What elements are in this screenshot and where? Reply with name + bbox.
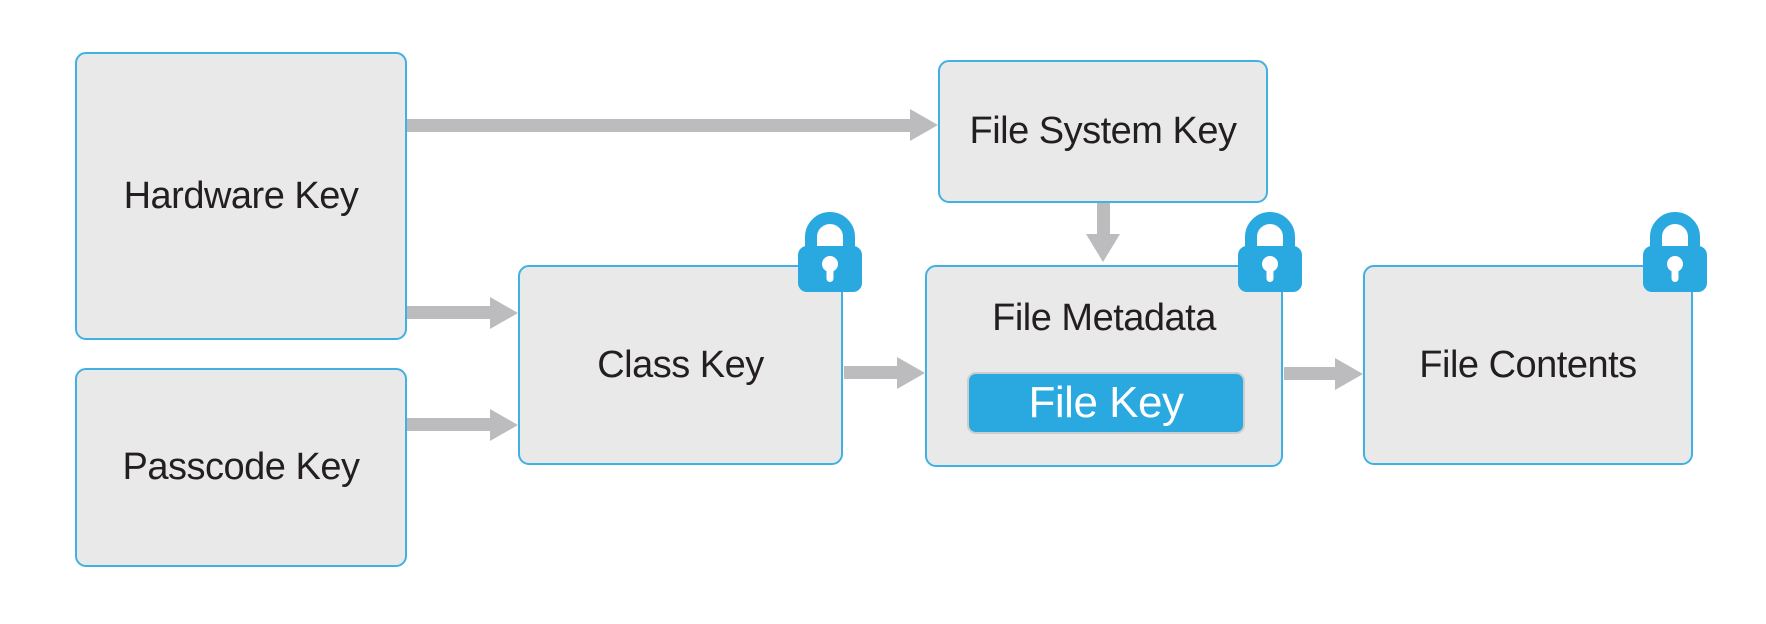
file-key-badge: File Key xyxy=(967,372,1245,434)
hardware-key-label: Hardware Key xyxy=(123,174,359,217)
node-passcode-key: Passcode Key xyxy=(75,368,407,567)
node-file-metadata: File Metadata File Key xyxy=(925,265,1283,467)
node-file-system-key: File System Key xyxy=(938,60,1268,203)
arrowhead-right-icon xyxy=(490,297,518,329)
file-contents-label: File Contents xyxy=(1419,343,1637,386)
lock-icon-file-metadata xyxy=(1238,208,1302,292)
arrowhead-right-icon xyxy=(897,357,925,389)
file-key-label: File Key xyxy=(1028,378,1184,427)
lock-icon-file-contents xyxy=(1643,208,1707,292)
passcode-key-label: Passcode Key xyxy=(122,446,360,488)
node-file-contents: File Contents xyxy=(1363,265,1693,465)
arrowhead-right-icon xyxy=(910,109,938,141)
node-class-key: Class Key xyxy=(518,265,843,465)
node-hardware-key: Hardware Key xyxy=(75,52,407,340)
arrowhead-right-icon xyxy=(490,409,518,441)
arrow-shaft xyxy=(1097,203,1110,234)
arrowhead-down-icon xyxy=(1086,234,1120,262)
lock-icon-class-key xyxy=(798,208,862,292)
file-system-key-label: File System Key xyxy=(969,110,1237,152)
arrowhead-right-icon xyxy=(1335,358,1363,390)
arrow-shaft xyxy=(1284,367,1335,380)
class-key-label: Class Key xyxy=(597,343,764,386)
arrow-shaft xyxy=(407,306,490,319)
arrow-shaft xyxy=(844,366,897,379)
file-metadata-label: File Metadata xyxy=(992,297,1216,339)
arrow-shaft xyxy=(407,418,490,431)
arrow-shaft xyxy=(407,119,910,132)
